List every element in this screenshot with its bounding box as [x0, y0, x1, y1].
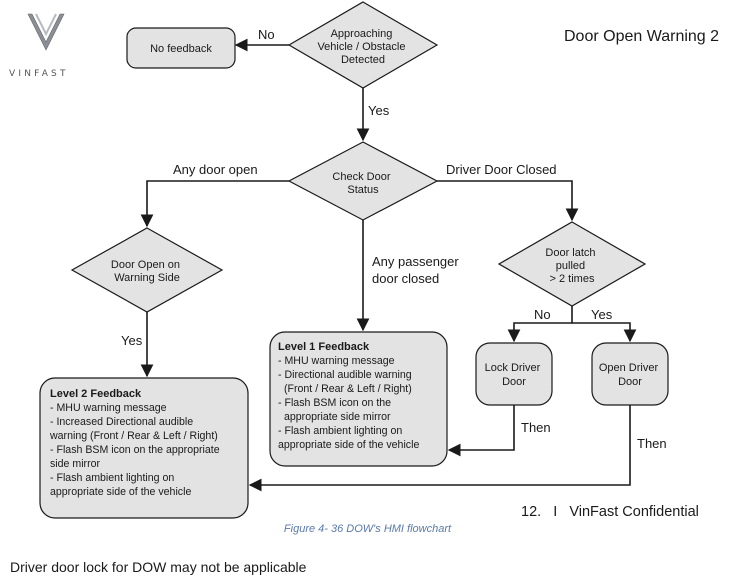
edge-checkdoor-to-dooropen [140, 180, 289, 228]
no-feedback-text: No feedback [150, 43, 212, 55]
edge-lock-to-level1 [447, 405, 515, 457]
edge-label-any-door-open: Any door open [173, 162, 258, 177]
figure-caption: Figure 4- 36 DOW's HMI flowchart [283, 523, 452, 535]
level2-feedback-title: Level 2 Feedback [50, 388, 142, 400]
page-title: Door Open Warning 2 [564, 28, 719, 45]
level2-feedback-lines: - MHU warning message - Increased Direct… [49, 402, 223, 498]
edge-open-to-level2 [248, 405, 631, 492]
edge-label-yes-top: Yes [368, 103, 390, 118]
lock-driver-door-box [475, 342, 553, 406]
level1-feedback-lines: - MHU warning message - Directional audi… [278, 355, 419, 451]
confidential-label: 12. I VinFast Confidential [521, 504, 699, 520]
edge-label-latch-no: No [534, 307, 551, 322]
edge-label-then-open: Then [637, 436, 667, 451]
edge-latch-to-open [572, 322, 637, 343]
lock-driver-door-text: Lock Driver Door [485, 362, 544, 388]
flowchart-diagram: VINFAST Door Open Warning 2 Approaching … [9, 1, 719, 520]
level2-feedback-box [39, 377, 249, 519]
door-latch-text: Door latch pulled > 2 times [545, 247, 598, 285]
edge-label-no: No [258, 27, 275, 42]
level1-feedback-title: Level 1 Feedback [278, 341, 370, 353]
edge-label-then-lock: Then [521, 420, 551, 435]
brand-logo-text: VINFAST [9, 69, 69, 79]
edge-latch-to-lock [507, 306, 573, 343]
check-door-text: Check Door Status [332, 171, 393, 196]
open-driver-door-box [591, 342, 669, 406]
edge-label-driver-door-closed: Driver Door Closed [446, 162, 557, 177]
open-driver-door-text: Open Driver Door [599, 362, 661, 388]
level1-feedback-box [269, 331, 448, 467]
edge-checkdoor-to-latch [437, 180, 579, 222]
edge-label-any-passenger: Any passenger door closed [372, 254, 462, 286]
edge-label-latch-yes: Yes [591, 307, 613, 322]
door-open-side-text: Door Open on Warning Side [111, 259, 183, 284]
applicability-note: Driver door lock for DOW may not be appl… [10, 559, 307, 575]
approaching-decision-text: Approaching Vehicle / Obstacle Detected [317, 28, 408, 66]
vinfast-logo: VINFAST [9, 13, 69, 79]
edge-label-yes-left: Yes [121, 333, 143, 348]
